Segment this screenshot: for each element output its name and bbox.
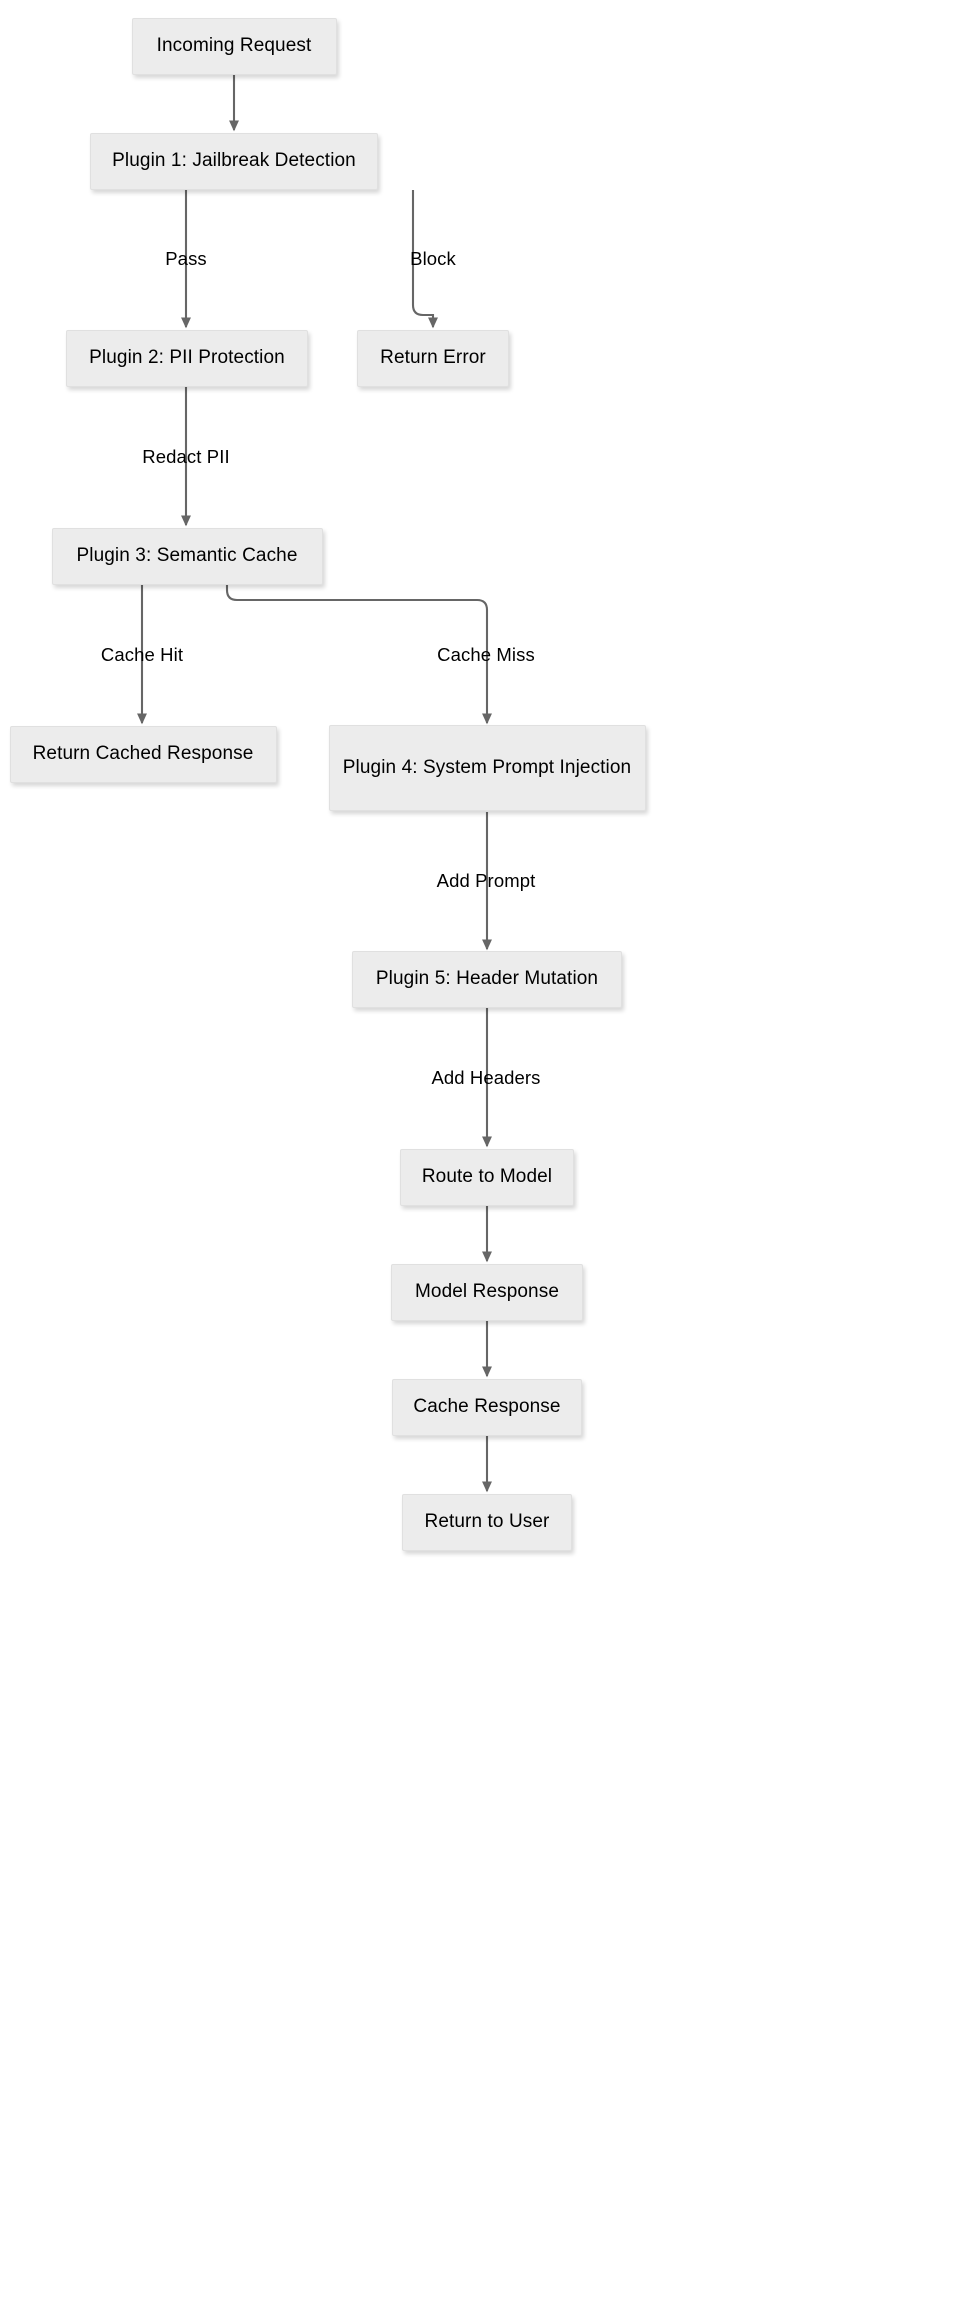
edge-label-cache-hit: Cache Hit xyxy=(100,644,184,665)
node-return-to-user[interactable]: Return to User xyxy=(402,1493,572,1551)
node-label: Return Cached Response xyxy=(32,743,254,764)
node-plugin1-jailbreak-detection[interactable]: Plugin 1: Jailbreak Detection xyxy=(90,132,378,190)
node-cache-response[interactable]: Cache Response xyxy=(392,1378,582,1436)
node-plugin3-semantic-cache[interactable]: Plugin 3: Semantic Cache xyxy=(51,527,323,585)
node-label: Plugin 4: System Prompt Injection xyxy=(342,757,632,778)
edge-label-pass: Pass xyxy=(165,248,207,269)
node-label: Plugin 5: Header Mutation xyxy=(375,968,599,989)
node-plugin5-header-mutation[interactable]: Plugin 5: Header Mutation xyxy=(352,950,622,1008)
node-model-response[interactable]: Model Response xyxy=(391,1263,583,1321)
node-label: Cache Response xyxy=(413,1396,561,1417)
edge-label-add-headers: Add Headers xyxy=(431,1067,541,1088)
node-label: Return Error xyxy=(380,347,486,368)
edge-label-add-prompt: Add Prompt xyxy=(436,870,536,891)
node-plugin2-pii-protection[interactable]: Plugin 2: PII Protection xyxy=(66,329,308,387)
node-label: Route to Model xyxy=(421,1166,553,1187)
node-label: Incoming Request xyxy=(156,35,312,56)
node-plugin4-system-prompt-injection[interactable]: Plugin 4: System Prompt Injection xyxy=(328,725,646,811)
node-return-error[interactable]: Return Error xyxy=(357,329,509,387)
node-label: Plugin 1: Jailbreak Detection xyxy=(112,150,356,171)
edge-label-cache-miss: Cache Miss xyxy=(437,644,535,665)
edge-plugin3-to-plugin4-cachemiss xyxy=(225,585,492,725)
edge-label-redact-pii: Redact PII xyxy=(142,446,230,467)
edge-label-block: Block xyxy=(410,248,456,269)
node-incoming-request[interactable]: Incoming Request xyxy=(131,17,337,75)
node-return-cached-response[interactable]: Return Cached Response xyxy=(9,725,277,783)
node-label: Plugin 3: Semantic Cache xyxy=(76,545,298,566)
node-route-to-model[interactable]: Route to Model xyxy=(400,1148,574,1206)
node-label: Return to User xyxy=(424,1511,550,1532)
edge-plugin1-to-return-error-block xyxy=(411,190,438,329)
node-label: Model Response xyxy=(415,1281,559,1302)
node-label: Plugin 2: PII Protection xyxy=(89,347,285,368)
